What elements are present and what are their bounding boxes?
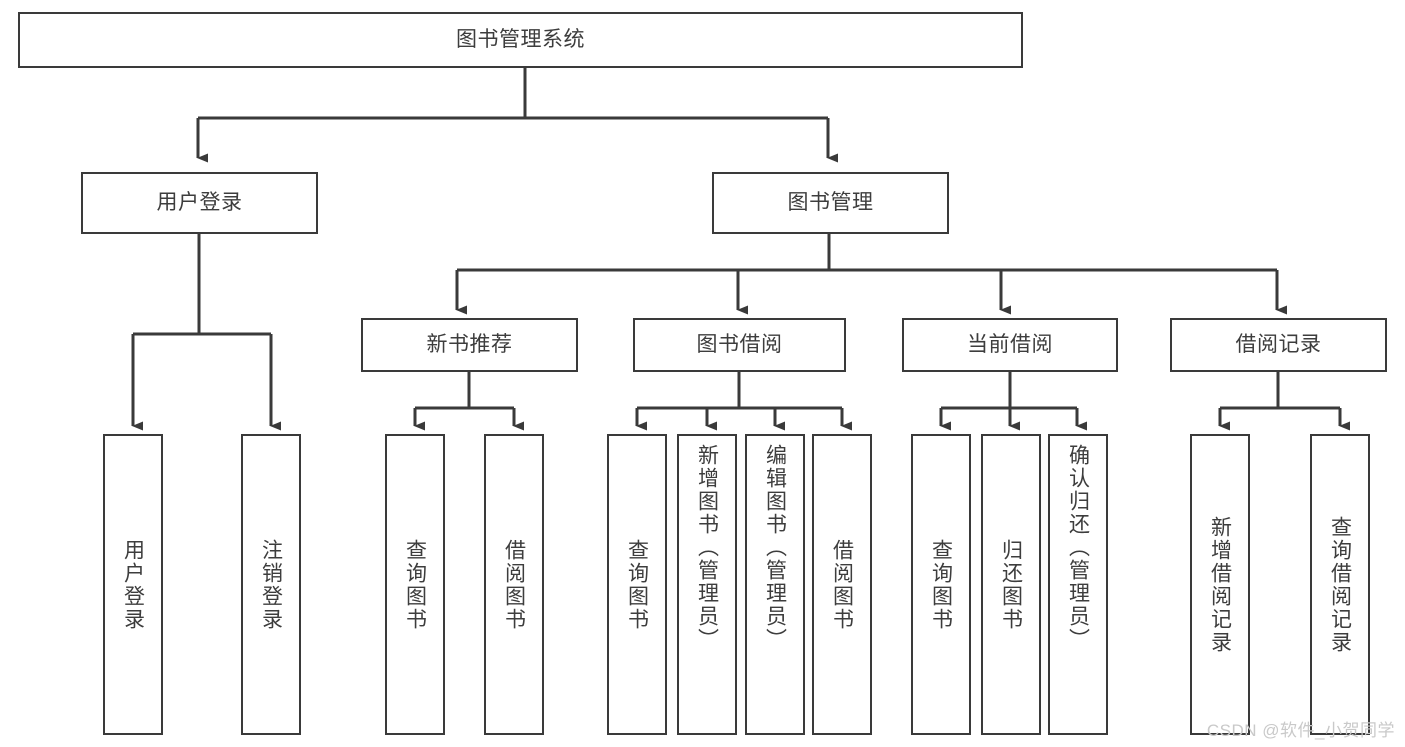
- node-label: 新增借阅记录: [1208, 515, 1232, 654]
- node-label: 用户登录: [156, 190, 243, 214]
- node-book-management[interactable]: 图书管理: [712, 172, 949, 234]
- leaf-query-book-recommend[interactable]: 查询图书: [385, 434, 445, 735]
- leaf-query-book-borrow[interactable]: 查询图书: [607, 434, 667, 735]
- node-label: 图书管理系统: [456, 27, 585, 51]
- node-label: 图书借阅: [696, 332, 783, 356]
- node-label: 当前借阅: [967, 332, 1053, 356]
- node-label: 借阅图书: [502, 538, 526, 631]
- node-label: 查询借阅记录: [1328, 515, 1352, 654]
- node-label: 注销登录: [259, 538, 283, 631]
- csdn-watermark: CSDN @软件_小贺同学: [1206, 721, 1395, 740]
- node-book-borrow[interactable]: 图书借阅: [633, 318, 846, 372]
- node-label: 图书管理: [787, 190, 874, 214]
- node-label: 新书推荐: [426, 332, 513, 356]
- node-current-borrow[interactable]: 当前借阅: [902, 318, 1118, 372]
- node-label: 查询图书: [929, 538, 953, 631]
- node-label: 查询图书: [403, 538, 427, 631]
- node-borrow-record[interactable]: 借阅记录: [1170, 318, 1387, 372]
- node-label: 用户登录: [121, 538, 145, 631]
- node-label: 归还图书: [999, 538, 1023, 631]
- leaf-borrow-book[interactable]: 借阅图书: [812, 434, 872, 735]
- leaf-borrow-book-recommend[interactable]: 借阅图书: [484, 434, 544, 735]
- leaf-user-login[interactable]: 用户登录: [103, 434, 163, 735]
- leaf-confirm-return-admin[interactable]: 确认归还（管理员）: [1048, 434, 1108, 735]
- leaf-add-borrow-record[interactable]: 新增借阅记录: [1190, 434, 1250, 735]
- node-root-system[interactable]: 图书管理系统: [18, 12, 1023, 68]
- node-label: 借阅记录: [1235, 332, 1322, 356]
- leaf-edit-book-admin[interactable]: 编辑图书（管理员）: [745, 434, 805, 735]
- node-label: 借阅图书: [830, 538, 854, 631]
- node-new-book-recommend[interactable]: 新书推荐: [361, 318, 578, 372]
- leaf-logout[interactable]: 注销登录: [241, 434, 301, 735]
- node-label: 确认归还（管理员）: [1066, 444, 1090, 651]
- leaf-query-borrow-record[interactable]: 查询借阅记录: [1310, 434, 1370, 735]
- node-label: 新增图书（管理员）: [695, 444, 719, 651]
- node-user-login[interactable]: 用户登录: [81, 172, 318, 234]
- leaf-return-book[interactable]: 归还图书: [981, 434, 1041, 735]
- node-label: 编辑图书（管理员）: [763, 444, 787, 651]
- node-label: 查询图书: [625, 538, 649, 631]
- leaf-query-book-current[interactable]: 查询图书: [911, 434, 971, 735]
- leaf-add-book-admin[interactable]: 新增图书（管理员）: [677, 434, 737, 735]
